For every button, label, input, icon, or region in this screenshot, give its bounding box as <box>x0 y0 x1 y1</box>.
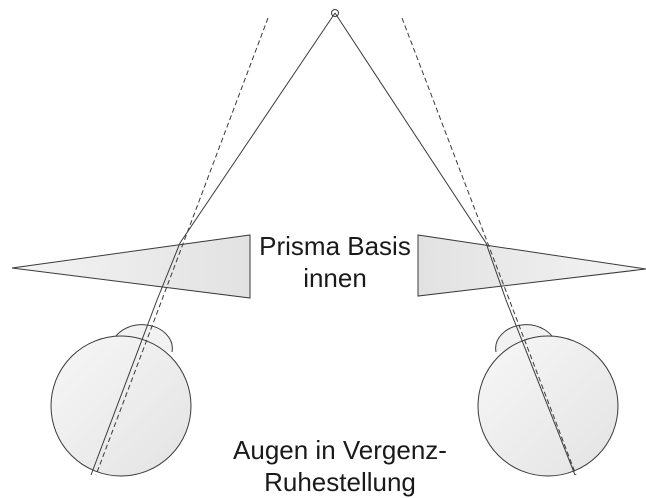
left-prism <box>11 234 251 299</box>
right-prism <box>417 234 646 297</box>
left-eyeball <box>50 335 192 477</box>
prism-label-line-1: Prisma Basis <box>259 231 411 261</box>
left-eye <box>50 324 192 477</box>
left-line-of-sight <box>90 12 336 476</box>
eyes-label-line-2: Ruhestellung <box>264 467 416 497</box>
right-visual-axis-dashed <box>401 17 577 476</box>
right-line-of-sight <box>334 12 576 476</box>
prism-base-in-label: Prisma Basis innen <box>240 230 430 294</box>
eyes-label-line-1: Augen in Vergenz- <box>233 435 447 465</box>
eyes-vergence-rest-label: Augen in Vergenz- Ruhestellung <box>205 434 475 498</box>
left-visual-axis-dashed <box>95 17 269 476</box>
prism-label-line-2: innen <box>303 263 367 293</box>
